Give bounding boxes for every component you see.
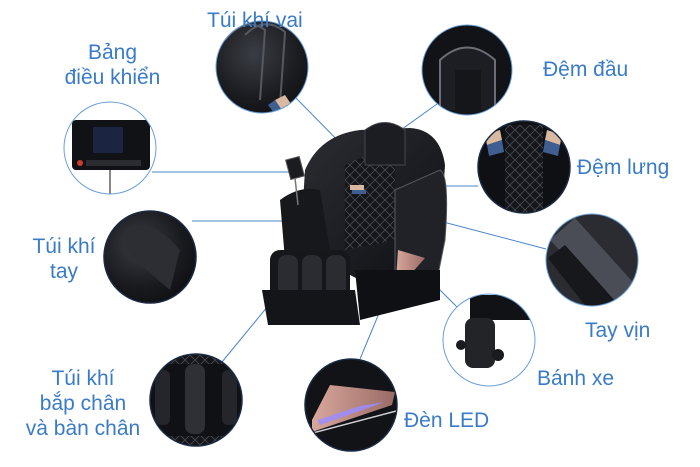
- detail-control-panel: [64, 102, 156, 194]
- label-line: Đệm lưng: [577, 156, 670, 179]
- label-line: Túi khí: [32, 235, 96, 258]
- label-line: Đèn LED: [404, 409, 490, 432]
- detail-wheel: [443, 294, 535, 386]
- label-calf-foot-airbag: Túi khí bắp chân và bàn chân: [14, 366, 152, 441]
- detail-arm-airbag: [104, 211, 196, 303]
- control-panel-detail: [64, 102, 156, 194]
- label-head-cushion: Đệm đầu: [543, 57, 628, 82]
- label-line: tay: [49, 260, 78, 283]
- label-line: và bàn chân: [25, 417, 141, 440]
- label-shoulder-airbag: Túi khí vai: [207, 8, 303, 33]
- label-line: Túi khí vai: [207, 9, 303, 32]
- head-cushion-detail: [422, 25, 512, 115]
- label-line: điều khiển: [64, 66, 161, 89]
- detail-calf-foot-airbag: [150, 354, 242, 446]
- label-wheel: Bánh xe: [537, 366, 614, 391]
- label-back-cushion: Đệm lưng: [577, 155, 669, 180]
- label-line: bắp chân: [39, 392, 127, 415]
- back-cushion-detail: [478, 121, 570, 213]
- label-line: Túi khí: [51, 367, 115, 390]
- label-control-panel: Bảng điều khiển: [55, 40, 170, 90]
- label-line: Bánh xe: [537, 367, 615, 390]
- label-line: Tay vịn: [585, 319, 651, 342]
- label-led-light: Đèn LED: [404, 408, 489, 433]
- shoulder-airbag-detail: [216, 21, 308, 113]
- detail-head-cushion: [422, 25, 512, 115]
- detail-led-light: [305, 359, 397, 451]
- massage-chair-image: [262, 122, 448, 325]
- label-armrest: Tay vịn: [585, 318, 650, 343]
- label-line: Bảng: [87, 41, 138, 64]
- wheel-detail: [443, 294, 535, 386]
- detail-armrest: [546, 214, 638, 306]
- calf-foot-airbag-detail: [150, 354, 242, 446]
- label-line: Đệm đầu: [543, 58, 629, 81]
- detail-back-cushion: [478, 121, 570, 213]
- arm-airbag-detail: [104, 211, 196, 303]
- label-arm-airbag: Túi khí tay: [24, 234, 104, 284]
- led-light-detail: [305, 359, 397, 451]
- armrest-detail: [546, 214, 638, 306]
